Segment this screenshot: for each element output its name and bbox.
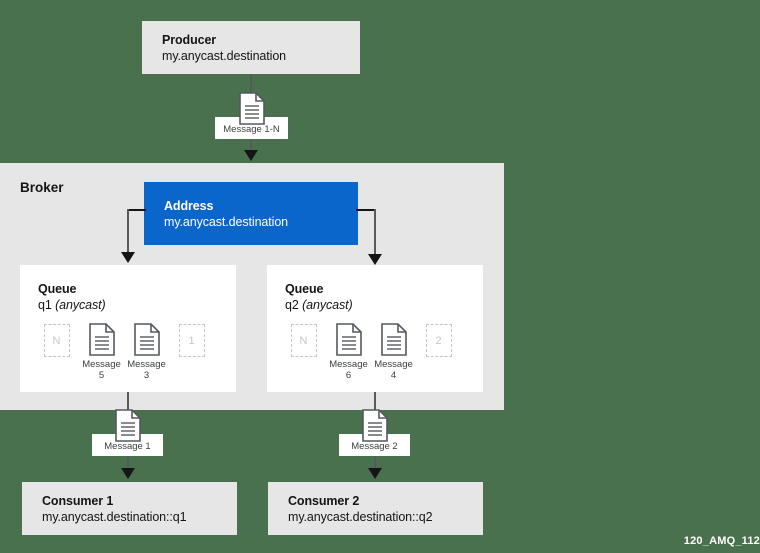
document-icon bbox=[238, 92, 265, 125]
address-to-q2-vertical bbox=[374, 209, 376, 256]
consumer-box-1: Consumer 1 my.anycast.destination::q1 bbox=[22, 482, 237, 535]
consumer-2-text: Consumer 2 my.anycast.destination::q2 bbox=[288, 493, 433, 525]
producer-subtitle: my.anycast.destination bbox=[162, 48, 287, 63]
watermark-label: 120_AMQ_112 bbox=[683, 535, 760, 547]
queue-message-caption: Message 3 bbox=[127, 359, 166, 381]
producer-box: Producer my.anycast.destination bbox=[142, 21, 360, 74]
address-subtitle: my.anycast.destination bbox=[164, 214, 289, 229]
producer-connector-arrow bbox=[244, 150, 258, 161]
delivered-message-chip-2: Message 2 bbox=[339, 409, 410, 456]
q1-to-consumer-arrow bbox=[121, 468, 135, 479]
q2-to-consumer-arrow bbox=[368, 468, 382, 479]
delivered-message-label: Message 1 bbox=[104, 441, 151, 452]
consumer-1-subtitle: my.anycast.destination::q1 bbox=[42, 509, 187, 524]
producer-text: Producer my.anycast.destination bbox=[162, 32, 286, 64]
queue-q1-slots: N Message 5 bbox=[38, 323, 210, 381]
queue-q2-title: Queue bbox=[285, 282, 324, 296]
producer-message-label: Message 1-N bbox=[223, 124, 280, 135]
queue-slot-ghost: N bbox=[285, 323, 322, 357]
queue-q2-routing-type: (anycast) bbox=[302, 298, 353, 312]
delivered-message-label: Message 2 bbox=[351, 441, 398, 452]
queue-q2-header: Queue q2 (anycast) bbox=[285, 281, 353, 313]
delivered-message-chip-1: Message 1 bbox=[92, 409, 163, 456]
document-icon bbox=[380, 323, 407, 356]
queue-q2-subtitle: q2 (anycast) bbox=[285, 297, 353, 313]
address-text: Address my.anycast.destination bbox=[164, 198, 288, 230]
queue-slot-message: Message 6 bbox=[329, 323, 368, 381]
queue-slot-message: Message 4 bbox=[374, 323, 413, 381]
broker-label: Broker bbox=[20, 180, 64, 195]
address-to-q2-horizontal bbox=[356, 209, 376, 211]
queue-q2-slots: N Message 6 bbox=[285, 323, 457, 381]
consumer-1-text: Consumer 1 my.anycast.destination::q1 bbox=[42, 493, 187, 525]
document-icon bbox=[133, 323, 160, 356]
consumer-1-title: Consumer 1 bbox=[42, 493, 114, 508]
queue-slot-ghost: 2 bbox=[420, 323, 457, 357]
producer-message-chip: Message 1-N bbox=[215, 92, 288, 139]
producer-title: Producer bbox=[162, 32, 217, 47]
queue-slot-message: Message 5 bbox=[82, 323, 121, 381]
consumer-box-2: Consumer 2 my.anycast.destination::q2 bbox=[268, 482, 483, 535]
address-to-q2-arrow bbox=[368, 254, 382, 265]
consumer-2-title: Consumer 2 bbox=[288, 493, 360, 508]
queue-q1-routing-type: (anycast) bbox=[55, 298, 106, 312]
queue-message-caption: Message 5 bbox=[82, 359, 121, 381]
queue-message-caption: Message 6 bbox=[329, 359, 368, 381]
ghost-slot-label: 2 bbox=[425, 324, 452, 357]
consumer-2-subtitle: my.anycast.destination::q2 bbox=[288, 509, 433, 524]
queue-q2-name: q2 bbox=[285, 298, 299, 312]
queue-q1-name: q1 bbox=[38, 298, 52, 312]
queue-box-q1: Queue q1 (anycast) N bbox=[20, 265, 236, 392]
queue-slot-ghost: N bbox=[38, 323, 75, 357]
queue-slot-message: Message 3 bbox=[127, 323, 166, 381]
address-to-q1-vertical bbox=[127, 209, 129, 254]
queue-message-caption: Message 4 bbox=[374, 359, 413, 381]
document-icon bbox=[114, 409, 141, 442]
ghost-slot-label: N bbox=[290, 324, 317, 357]
address-to-q1-horizontal bbox=[127, 209, 146, 211]
ghost-slot-label: N bbox=[43, 324, 70, 357]
queue-box-q2: Queue q2 (anycast) N bbox=[267, 265, 483, 392]
document-icon bbox=[88, 323, 115, 356]
queue-slot-ghost: 1 bbox=[173, 323, 210, 357]
address-title: Address bbox=[164, 198, 214, 213]
document-icon bbox=[335, 323, 362, 356]
ghost-slot-label: 1 bbox=[178, 324, 205, 357]
address-box: Address my.anycast.destination bbox=[144, 182, 358, 245]
queue-q1-title: Queue bbox=[38, 282, 77, 296]
queue-q1-subtitle: q1 (anycast) bbox=[38, 297, 106, 313]
address-to-q1-arrow bbox=[121, 252, 135, 263]
queue-q1-header: Queue q1 (anycast) bbox=[38, 281, 106, 313]
document-icon bbox=[361, 409, 388, 442]
